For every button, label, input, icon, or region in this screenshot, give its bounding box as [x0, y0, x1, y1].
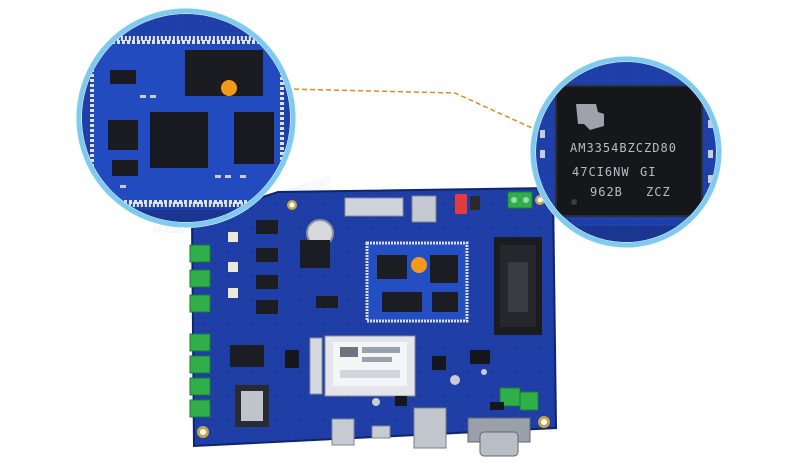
- ethernet-port: [413, 407, 447, 449]
- micro-usb-port: [371, 425, 391, 439]
- left-zoom-callout: TF-card: [76, 8, 296, 235]
- chip-marking-line3: GI: [640, 165, 656, 179]
- usb-port: [331, 418, 355, 446]
- cpu-marker-dot: [411, 257, 427, 273]
- chip-marking-line4: 962B: [590, 185, 623, 199]
- chip-marking-line2: 47CI6NW: [572, 165, 630, 179]
- callout-marker-dot: [221, 80, 237, 96]
- ti-logo-icon: [576, 104, 604, 130]
- cellular-module: [324, 335, 416, 397]
- power-module: [494, 237, 542, 335]
- right-zoom-callout: AM3354BZCZD80 47CI6NW GI 962B ZCZ: [530, 56, 722, 248]
- chip-marking-line5: ZCZ: [646, 185, 671, 199]
- core-module: [365, 241, 469, 323]
- flash-chip: [234, 112, 274, 164]
- terminal-blocks-left: [189, 244, 211, 418]
- leader-line: [245, 87, 544, 134]
- sim-card-slot: [235, 385, 269, 427]
- db9-serial-port: [467, 417, 531, 457]
- main-board: [189, 186, 558, 457]
- cpu-chip: [150, 112, 208, 168]
- tf-card-slot: [344, 197, 404, 217]
- left-components: [228, 220, 338, 367]
- tf-card-label: TF-card: [152, 225, 184, 235]
- chip-marking-line1: AM3354BZCZD80: [570, 141, 677, 155]
- terminal-block-top: [507, 191, 533, 209]
